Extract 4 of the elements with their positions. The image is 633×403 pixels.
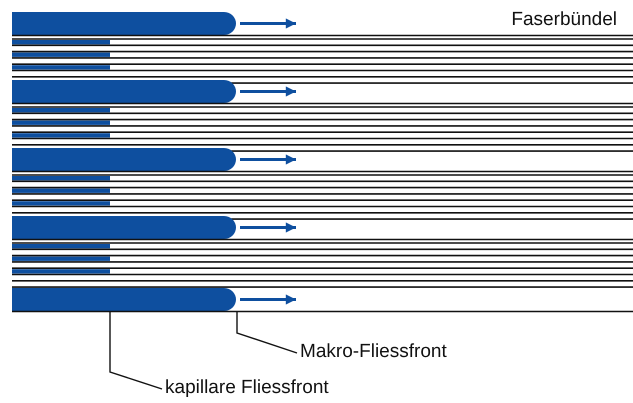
callout-text: kapillare Fliessfront (165, 377, 329, 399)
leader-line (109, 312, 162, 390)
leader-line (236, 312, 298, 354)
callout-text: Makro-Fliessfront (300, 341, 447, 363)
